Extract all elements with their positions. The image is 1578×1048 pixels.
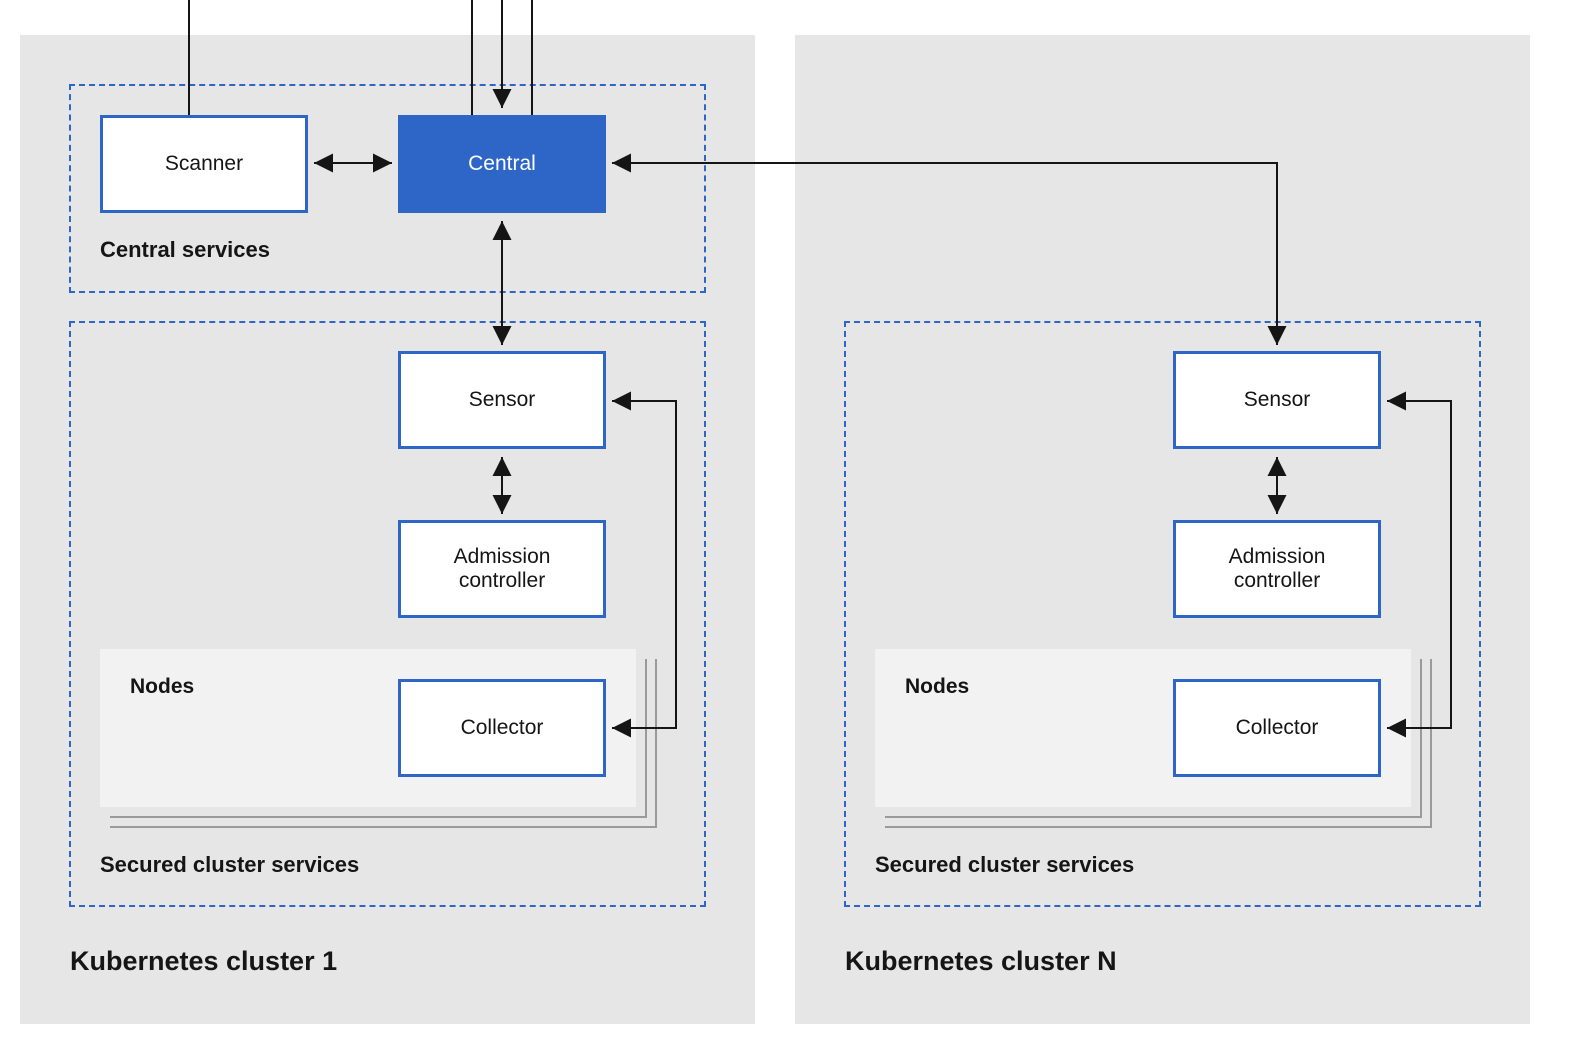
nodes-label-n: Nodes bbox=[905, 675, 970, 698]
admission-label-line1-1: Admission bbox=[453, 545, 551, 568]
collector-box-1: Collector bbox=[398, 679, 606, 777]
admission-label-line1-n: Admission bbox=[1228, 545, 1326, 568]
collector-box-n: Collector bbox=[1173, 679, 1381, 777]
admission-label-line2-1: controller bbox=[458, 569, 546, 592]
scanner-box: Scanner bbox=[100, 115, 308, 213]
scanner-label: Scanner bbox=[164, 152, 244, 175]
sensor-box-n: Sensor bbox=[1173, 351, 1381, 449]
central-label: Central bbox=[468, 152, 536, 175]
sensor-box-1: Sensor bbox=[398, 351, 606, 449]
sensor-label-1: Sensor bbox=[468, 388, 536, 411]
cluster-1-title: Kubernetes cluster 1 bbox=[70, 946, 338, 976]
secured-cluster-services-group-1 bbox=[69, 321, 706, 907]
nodes-label-1: Nodes bbox=[130, 675, 195, 698]
central-services-label: Central services bbox=[100, 237, 270, 262]
secured-cluster-services-label-n: Secured cluster services bbox=[875, 852, 1135, 877]
admission-label-line2-n: controller bbox=[1233, 569, 1321, 592]
collector-label-n: Collector bbox=[1235, 716, 1319, 739]
secured-cluster-services-group-n bbox=[844, 321, 1481, 907]
admission-controller-box-1: Admission controller bbox=[398, 520, 606, 618]
central-box: Central bbox=[398, 115, 606, 213]
collector-label-1: Collector bbox=[460, 716, 544, 739]
secured-cluster-services-label-1: Secured cluster services bbox=[100, 852, 360, 877]
admission-controller-box-n: Admission controller bbox=[1173, 520, 1381, 618]
cluster-n-title: Kubernetes cluster N bbox=[845, 946, 1117, 976]
sensor-label-n: Sensor bbox=[1243, 388, 1311, 411]
